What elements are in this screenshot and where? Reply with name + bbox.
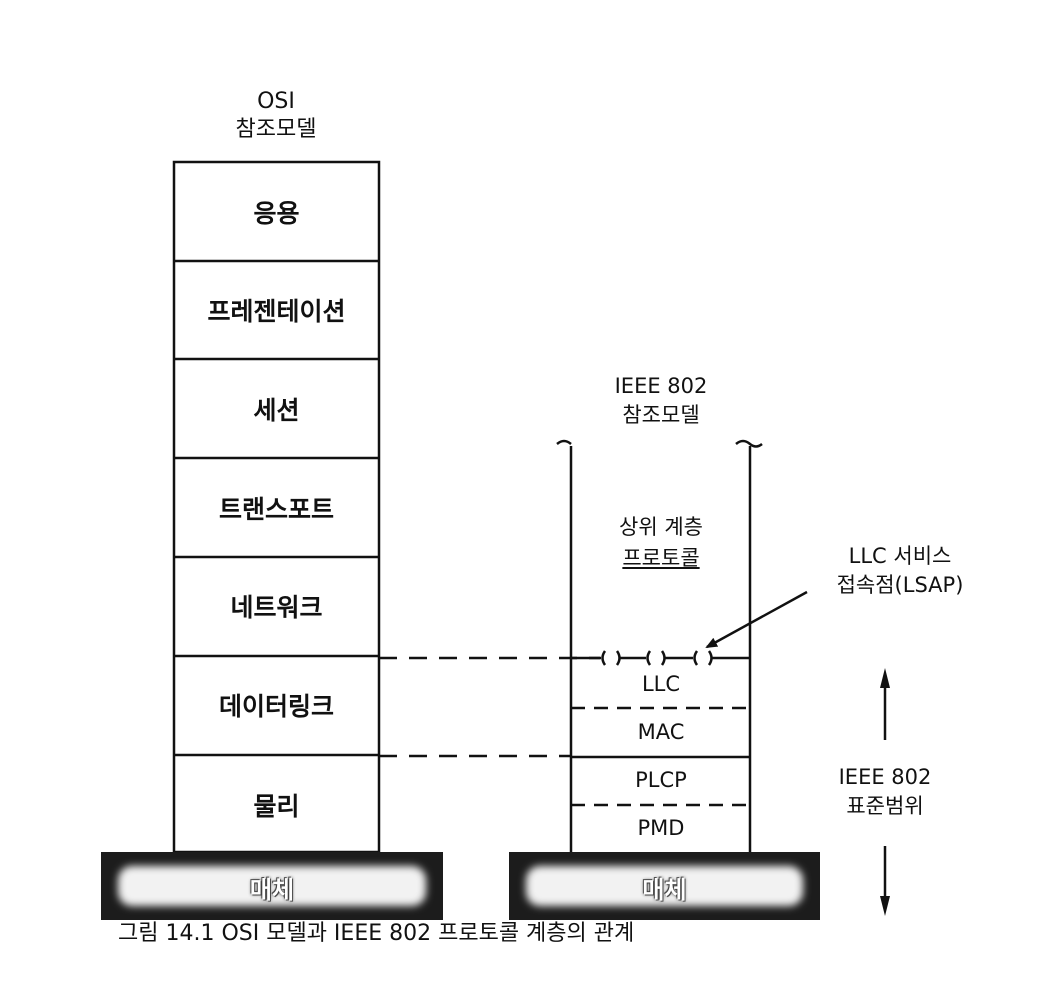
ieee-stack [556, 439, 763, 852]
lsap-points [571, 650, 750, 666]
medium-left-label: 매체 [249, 876, 295, 904]
osi-layer-presentation: 프레젠테이션 [207, 297, 346, 326]
osi-layer-datalink: 데이터링크 [218, 692, 334, 721]
osi-title-line2: 참조모델 [235, 117, 317, 142]
ieee-break-right-icon [735, 439, 763, 448]
sublayer-llc: LLC [641, 672, 681, 696]
ieee-break-left-icon [556, 439, 572, 445]
standard-scope-label: IEEE 802 표준범위 [805, 763, 965, 821]
ieee-title: IEEE 802 참조모델 [572, 372, 750, 430]
medium-left [101, 852, 443, 920]
lsap-arrow-icon [705, 590, 808, 649]
ieee-title-line2: 참조모델 [622, 403, 700, 427]
osi-layer-physical: 물리 [253, 792, 300, 821]
ieee-title-line1: IEEE 802 [614, 374, 708, 398]
standard-scope-line2: 표준범위 [846, 794, 924, 818]
sublayer-plcp: PLCP [635, 768, 687, 792]
medium-right-label: 매체 [642, 876, 687, 904]
sublayer-mac: MAC [637, 720, 685, 744]
osi-layer-network: 네트워크 [230, 593, 323, 622]
figure-caption: 그림 14.1 OSI 모델과 IEEE 802 프로토콜 계층의 관계 [118, 921, 635, 946]
osi-title: OSI 참조모델 [186, 88, 366, 144]
lsap-label-line1: LLC 서비스 [848, 544, 952, 568]
osi-layer-application: 응용 [253, 199, 300, 228]
upper-layer-line1: 상위 계층 [619, 515, 703, 539]
upper-layer-protocols: 상위 계층 프로토콜 [572, 512, 750, 574]
medium-right [509, 852, 820, 920]
sap-icon [693, 650, 699, 666]
scope-arrow-icon [880, 668, 890, 916]
sublayer-pmd: PMD [637, 816, 685, 840]
lsap-label: LLC 서비스 접속점(LSAP) [800, 542, 1000, 600]
standard-scope-line1: IEEE 802 [838, 765, 932, 789]
osi-title-line1: OSI [257, 89, 295, 114]
osi-layer-transport: 트랜스포트 [218, 495, 334, 524]
lsap-label-line2: 접속점(LSAP) [836, 573, 964, 597]
sap-icon [646, 650, 652, 666]
sap-icon [601, 650, 607, 666]
upper-layer-line2: 프로토콜 [622, 546, 700, 570]
osi-layer-session: 세션 [253, 396, 300, 425]
